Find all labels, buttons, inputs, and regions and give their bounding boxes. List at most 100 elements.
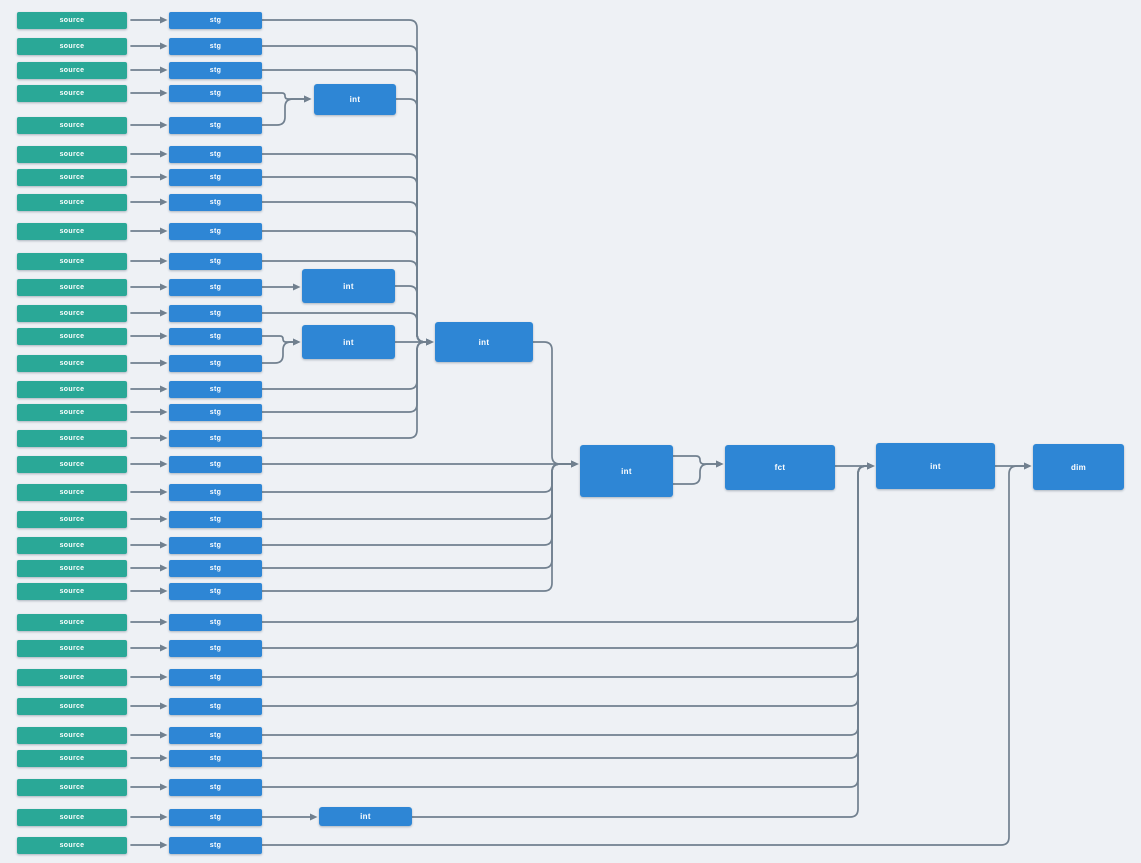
- node-source-18[interactable]: source: [17, 455, 127, 473]
- node-stg-1[interactable]: stg: [169, 11, 262, 29]
- node-source-13[interactable]: source: [17, 327, 127, 345]
- node-stg-31[interactable]: stg: [169, 808, 262, 826]
- node-stg-11[interactable]: stg: [169, 278, 262, 296]
- node-stg-16-label: stg: [209, 408, 222, 416]
- node-fct[interactable]: fct: [725, 445, 835, 490]
- node-stg-8[interactable]: stg: [169, 193, 262, 211]
- node-source-9[interactable]: source: [17, 222, 127, 240]
- node-stg-7-label: stg: [209, 173, 222, 181]
- node-source-10[interactable]: source: [17, 252, 127, 270]
- node-int3[interactable]: int: [302, 325, 395, 359]
- node-int4[interactable]: int: [435, 322, 533, 362]
- node-source-6-label: source: [59, 150, 85, 158]
- node-source-32[interactable]: source: [17, 836, 127, 854]
- node-stg-27[interactable]: stg: [169, 697, 262, 715]
- node-source-7-label: source: [59, 173, 85, 181]
- node-dim[interactable]: dim: [1033, 444, 1124, 490]
- node-source-20[interactable]: source: [17, 510, 127, 528]
- node-source-19[interactable]: source: [17, 483, 127, 501]
- node-source-30[interactable]: source: [17, 778, 127, 796]
- node-stg-11-label: stg: [209, 283, 222, 291]
- node-stg-18[interactable]: stg: [169, 455, 262, 473]
- node-source-21[interactable]: source: [17, 536, 127, 554]
- node-source-11[interactable]: source: [17, 278, 127, 296]
- edge-int5-fct: [672, 460, 724, 485]
- node-stg-4[interactable]: stg: [169, 84, 262, 102]
- node-stg-5[interactable]: stg: [169, 116, 262, 134]
- node-stg-20[interactable]: stg: [169, 510, 262, 528]
- node-stg-18-label: stg: [209, 460, 222, 468]
- edge-stg-out-29: [261, 462, 875, 759]
- node-int7[interactable]: int: [319, 807, 412, 826]
- node-source-3[interactable]: source: [17, 61, 127, 79]
- node-stg-7[interactable]: stg: [169, 168, 262, 186]
- edge-stg-out-13: [261, 335, 301, 346]
- node-source-15[interactable]: source: [17, 380, 127, 398]
- node-source-14[interactable]: source: [17, 354, 127, 372]
- node-source-3-label: source: [59, 66, 85, 74]
- node-source-24[interactable]: source: [17, 613, 127, 631]
- edge-int7-int6: [411, 462, 875, 818]
- node-source-12-label: source: [59, 309, 85, 317]
- node-source-1-label: source: [59, 16, 85, 24]
- node-stg-13[interactable]: stg: [169, 327, 262, 345]
- node-source-29[interactable]: source: [17, 749, 127, 767]
- node-stg-29[interactable]: stg: [169, 749, 262, 767]
- node-source-29-label: source: [59, 754, 85, 762]
- node-source-26[interactable]: source: [17, 668, 127, 686]
- node-source-21-label: source: [59, 541, 85, 549]
- node-source-26-label: source: [59, 673, 85, 681]
- node-stg-19[interactable]: stg: [169, 483, 262, 501]
- node-stg-5-label: stg: [209, 121, 222, 129]
- node-stg-2[interactable]: stg: [169, 37, 262, 55]
- node-source-2[interactable]: source: [17, 37, 127, 55]
- node-source-4[interactable]: source: [17, 84, 127, 102]
- node-int6[interactable]: int: [876, 443, 995, 489]
- node-stg-22[interactable]: stg: [169, 559, 262, 577]
- node-source-25[interactable]: source: [17, 639, 127, 657]
- node-stg-19-label: stg: [209, 488, 222, 496]
- node-source-23[interactable]: source: [17, 582, 127, 600]
- node-stg-12[interactable]: stg: [169, 304, 262, 322]
- node-stg-32[interactable]: stg: [169, 836, 262, 854]
- node-source-8[interactable]: source: [17, 193, 127, 211]
- node-stg-16[interactable]: stg: [169, 403, 262, 421]
- node-stg-30[interactable]: stg: [169, 778, 262, 796]
- node-stg-10[interactable]: stg: [169, 252, 262, 270]
- node-stg-14[interactable]: stg: [169, 354, 262, 372]
- node-source-6[interactable]: source: [17, 145, 127, 163]
- node-stg-23[interactable]: stg: [169, 582, 262, 600]
- edge-stg-out-22: [261, 460, 579, 569]
- edge-int1-int4: [395, 98, 434, 346]
- node-source-17[interactable]: source: [17, 429, 127, 447]
- node-source-1[interactable]: source: [17, 11, 127, 29]
- node-stg-25[interactable]: stg: [169, 639, 262, 657]
- node-stg-17[interactable]: stg: [169, 429, 262, 447]
- node-source-12[interactable]: source: [17, 304, 127, 322]
- node-stg-6[interactable]: stg: [169, 145, 262, 163]
- node-stg-28[interactable]: stg: [169, 726, 262, 744]
- node-int1[interactable]: int: [314, 84, 396, 115]
- node-stg-21[interactable]: stg: [169, 536, 262, 554]
- node-stg-15[interactable]: stg: [169, 380, 262, 398]
- node-int4-label: int: [478, 337, 490, 347]
- node-source-27[interactable]: source: [17, 697, 127, 715]
- node-source-22[interactable]: source: [17, 559, 127, 577]
- node-source-13-label: source: [59, 332, 85, 340]
- node-stg-20-label: stg: [209, 515, 222, 523]
- node-int2[interactable]: int: [302, 269, 395, 303]
- node-source-31[interactable]: source: [17, 808, 127, 826]
- node-stg-24[interactable]: stg: [169, 613, 262, 631]
- node-source-16[interactable]: source: [17, 403, 127, 421]
- node-stg-9[interactable]: stg: [169, 222, 262, 240]
- node-dim-label: dim: [1070, 462, 1087, 472]
- node-stg-6-label: stg: [209, 150, 222, 158]
- node-source-7[interactable]: source: [17, 168, 127, 186]
- node-stg-3[interactable]: stg: [169, 61, 262, 79]
- node-int5[interactable]: int: [580, 445, 673, 497]
- node-source-15-label: source: [59, 385, 85, 393]
- node-stg-26[interactable]: stg: [169, 668, 262, 686]
- node-source-28[interactable]: source: [17, 726, 127, 744]
- node-source-5[interactable]: source: [17, 116, 127, 134]
